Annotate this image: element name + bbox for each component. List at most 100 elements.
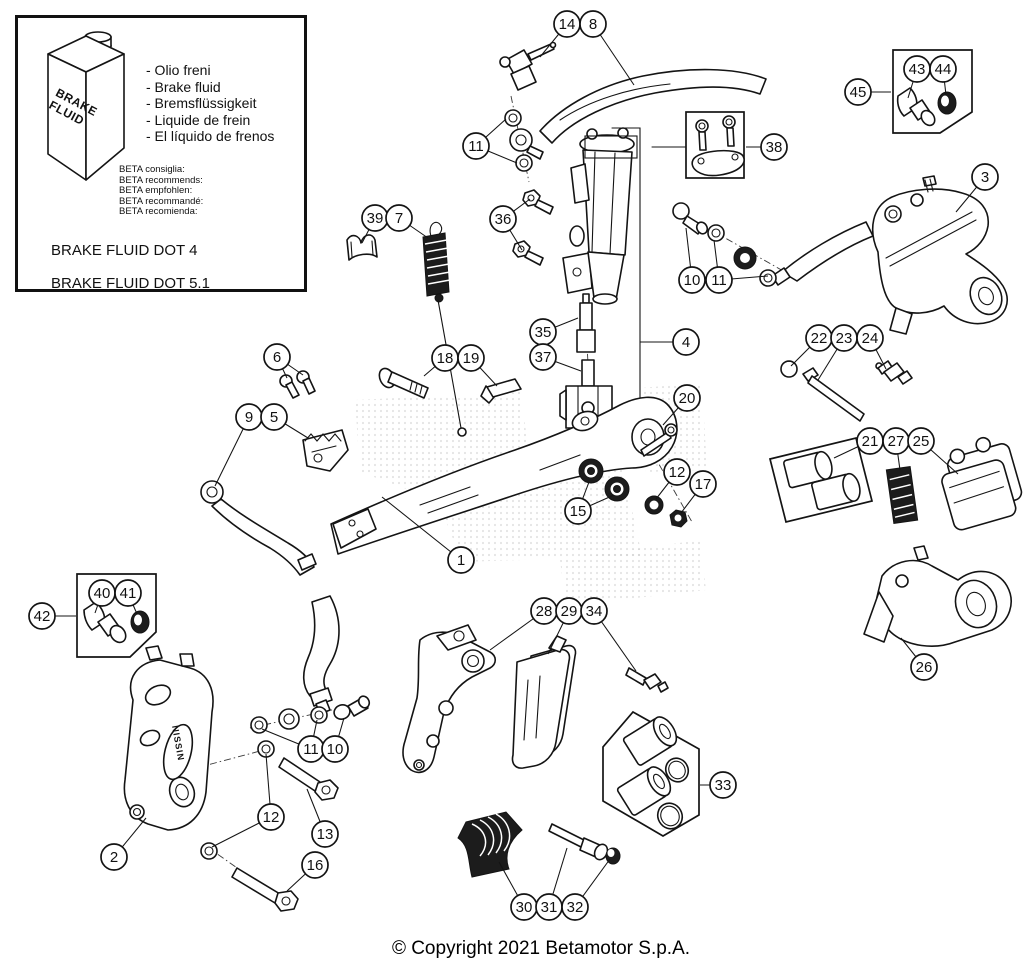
piston-kit-21 <box>768 436 874 524</box>
rear-banjo-bolt-washers <box>672 202 777 287</box>
master-cylinder <box>562 127 635 305</box>
svg-text:11: 11 <box>303 741 319 758</box>
caliper-bracket-26 <box>863 545 1012 647</box>
svg-text:16: 16 <box>307 857 324 874</box>
callout-24: 24 <box>856 324 887 370</box>
callout-22: 22 <box>790 324 833 367</box>
callout-32: 32 <box>561 858 611 921</box>
callout-38: 38 <box>746 133 788 161</box>
mount-bolts-36 <box>512 189 554 266</box>
svg-text:13: 13 <box>317 826 334 843</box>
clamp-kit-38 <box>685 111 745 179</box>
svg-text:1: 1 <box>457 552 465 569</box>
rear-brake-hose-lower <box>733 221 874 286</box>
callout-11: 11 <box>261 719 325 763</box>
callout-1: 1 <box>381 496 475 574</box>
callout-4: 4 <box>672 328 700 356</box>
svg-text:26: 26 <box>916 659 933 676</box>
cap-22 <box>780 360 798 378</box>
svg-text:35: 35 <box>535 324 552 341</box>
brake-fluid-bottle: BRAKE FLUID <box>47 31 125 181</box>
beta-line: BETA recommends: <box>119 174 203 186</box>
fluid-name: - Liquide de frein <box>146 111 251 128</box>
svg-text:27: 27 <box>888 433 905 450</box>
fluid-spec: BRAKE FLUID DOT 5.1 <box>51 275 210 292</box>
callout-35: 35 <box>529 317 579 346</box>
callout-19: 19 <box>457 344 498 387</box>
svg-text:21: 21 <box>862 433 879 450</box>
bleed-valve-34 <box>625 667 669 693</box>
svg-text:37: 37 <box>535 349 552 366</box>
brake-light-switch <box>499 41 557 91</box>
callout-16: 16 <box>286 851 329 892</box>
brake-pedal-1 <box>330 396 678 555</box>
svg-text:39: 39 <box>367 210 384 227</box>
brake-fluid-info-box: BRAKE FLUID - Olio freni - Brake fluid -… <box>15 15 307 292</box>
pivot-washer-12 <box>644 495 664 515</box>
svg-text:15: 15 <box>570 503 587 520</box>
callout-21: 21 <box>833 427 884 459</box>
callout-41: 41 <box>114 579 142 615</box>
brake-pads-25 <box>941 436 1023 531</box>
caliper-arm-28 <box>402 624 497 774</box>
callout-10: 10 <box>678 227 706 294</box>
pivot-bearings-15 <box>578 458 630 502</box>
callout-27: 27 <box>882 427 910 471</box>
callout-26: 26 <box>900 637 938 681</box>
callout-33: 33 <box>700 771 737 799</box>
callout-45: 45 <box>844 78 891 106</box>
svg-text:25: 25 <box>913 433 930 450</box>
svg-text:5: 5 <box>270 409 278 426</box>
callout-28: 28 <box>489 597 558 651</box>
svg-text:43: 43 <box>909 61 926 78</box>
beta-line: BETA recomienda: <box>119 206 198 217</box>
pad-spring-30 <box>457 811 523 878</box>
pad-pin-31 <box>548 823 609 861</box>
svg-text:20: 20 <box>679 390 696 407</box>
callout-36: 36 <box>489 198 531 251</box>
callout-3: 3 <box>955 163 999 213</box>
callout-40: 40 <box>88 579 116 614</box>
cotter-pin-20 <box>640 423 678 457</box>
callout-9: 9 <box>214 403 263 487</box>
beta-recommendation-list: BETA consiglia: BETA recommends: BETA em… <box>119 164 203 218</box>
svg-text:11: 11 <box>468 138 484 155</box>
svg-text:36: 36 <box>495 211 512 228</box>
svg-text:6: 6 <box>273 349 281 366</box>
caliper-bolt-13 <box>278 757 339 801</box>
svg-text:10: 10 <box>327 741 344 758</box>
callout-29: 29 <box>547 597 583 655</box>
svg-text:24: 24 <box>862 330 879 347</box>
pad-clip-27 <box>885 466 919 524</box>
bleed-valve-24 <box>875 360 913 385</box>
front-hose-lower <box>278 595 340 730</box>
svg-text:17: 17 <box>695 476 712 493</box>
callout-25: 25 <box>907 427 959 475</box>
svg-text:33: 33 <box>715 777 732 794</box>
svg-text:9: 9 <box>245 409 253 426</box>
front-caliper-2: NISSIN <box>123 645 214 831</box>
fluid-name-list: - Olio freni - Brake fluid - Bremsflüssi… <box>146 62 274 145</box>
brake-pads-29 <box>511 635 577 769</box>
push-rod-35 <box>576 293 596 353</box>
callout-7: 7 <box>385 204 429 239</box>
svg-text:14: 14 <box>559 16 576 33</box>
hose-clip-39 <box>346 234 378 261</box>
svg-text:22: 22 <box>811 330 828 347</box>
callout-30: 30 <box>498 861 538 921</box>
callout-44: 44 <box>929 55 957 96</box>
callout-14: 14 <box>539 10 581 58</box>
fluid-name: - Olio freni <box>146 62 211 78</box>
svg-text:34: 34 <box>586 603 603 620</box>
piston-kit-33 <box>602 710 700 837</box>
svg-text:38: 38 <box>766 139 783 156</box>
callout-11: 11 <box>462 118 518 164</box>
svg-text:12: 12 <box>263 809 280 826</box>
hose-clamp-19 <box>480 378 522 404</box>
callout-18: 18 <box>423 344 459 377</box>
callout-11: 11 <box>705 239 769 294</box>
svg-text:44: 44 <box>935 61 952 78</box>
svg-text:41: 41 <box>120 585 137 602</box>
svg-text:40: 40 <box>94 585 111 602</box>
